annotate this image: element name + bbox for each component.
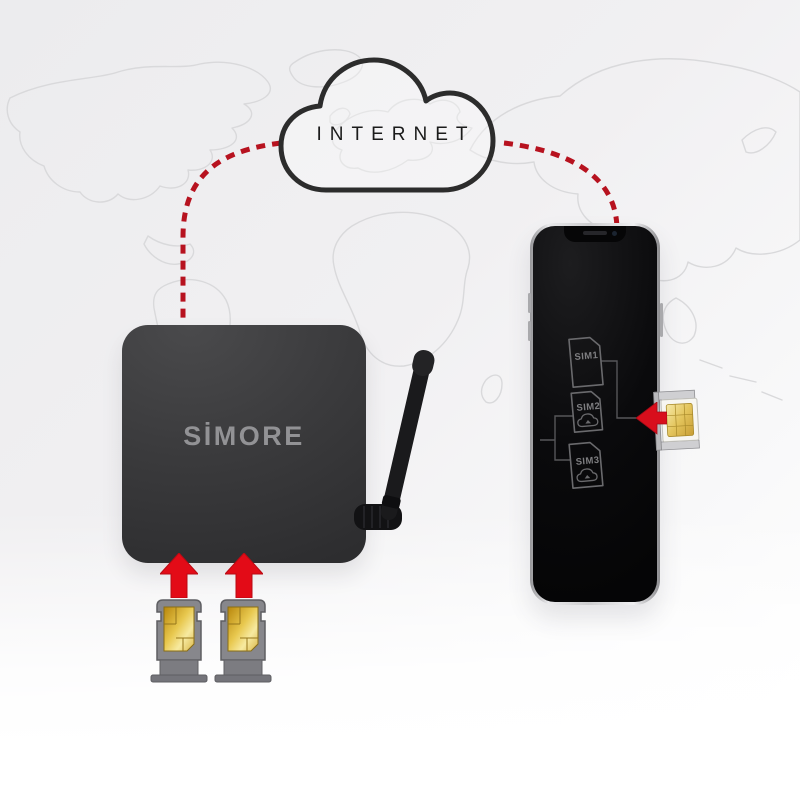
antenna-rod-ring: [381, 495, 401, 509]
antenna-rod-body: [380, 355, 432, 521]
map-north-america: [6, 61, 271, 203]
cloud-outline: [278, 57, 496, 193]
internet-label: INTERNET: [316, 124, 476, 145]
map-se-asia: [662, 297, 697, 344]
up-arrow-left: [160, 553, 198, 598]
map-europe: [331, 98, 473, 173]
cloud-glyph-arrow: [584, 475, 591, 479]
sim3-label: SIM3: [575, 455, 600, 468]
map-africa: [332, 211, 471, 367]
chip-contact-lines: [228, 607, 258, 651]
map-japan: [741, 127, 777, 154]
antenna-icon: [354, 349, 435, 530]
sim2-label: SIM2: [576, 401, 601, 414]
tray-base: [214, 674, 272, 683]
phone-volume-up-button: [527, 293, 531, 313]
antenna-rod-tip: [412, 349, 435, 377]
antenna-rod: [380, 349, 435, 521]
tray-stem: [159, 659, 199, 676]
tray-base: [150, 674, 208, 683]
nano-sim-gold-pad: [665, 403, 695, 437]
wire-sim2-sim3-bracket: [540, 415, 573, 461]
up-arrow-right: [225, 553, 263, 598]
sim-gold-chip: [163, 606, 195, 652]
sim-card-icon: [570, 390, 604, 433]
map-uk: [329, 107, 351, 126]
up-arrow-icon: [160, 553, 198, 598]
router-device: SİMORE: [122, 325, 366, 563]
phone-camera: [612, 230, 617, 236]
antenna-hinge-ridges: [363, 506, 389, 528]
sim-card-icon: [568, 441, 604, 490]
up-arrow-icon: [225, 553, 263, 598]
cloud-glyph-arrow: [585, 420, 592, 424]
internet-cloud-icon: INTERNET: [273, 46, 511, 204]
smartphone: SIM1 SIM2 SIM3: [527, 223, 663, 605]
cloud-icon: [577, 413, 599, 428]
map-islands: [699, 359, 783, 401]
sim-card-icon: [568, 336, 604, 389]
phone-notch: [564, 226, 626, 242]
map-central-america: [143, 235, 195, 265]
cloud-icon: [576, 468, 598, 483]
sim2-icon-group: SIM2: [570, 390, 604, 433]
phone-screen: SIM1 SIM2 SIM3: [533, 226, 657, 602]
left-arrow-icon: [636, 402, 667, 435]
tray-stem: [223, 659, 263, 676]
map-madagascar: [480, 374, 503, 404]
map-asia: [469, 58, 800, 282]
connector-router-to-cloud: [180, 140, 282, 321]
cloud-glyph-outline: [577, 413, 599, 428]
cloud-glyph-outline: [576, 468, 598, 483]
sim1-label: SIM1: [574, 350, 599, 363]
phone-volume-down-button: [527, 321, 531, 341]
connector-cloud-to-phone: [503, 140, 620, 231]
map-greenland: [288, 49, 363, 88]
sim-tray-icon: [150, 599, 208, 683]
brand-logo: SİMORE: [183, 421, 305, 451]
cloud-icon: [278, 57, 496, 193]
phone-power-button: [659, 303, 663, 337]
phone-speaker: [583, 231, 607, 235]
sim1-icon-group: SIM1: [568, 336, 604, 389]
chip-contact-lines: [164, 607, 194, 651]
sim-tray-icon: [214, 599, 272, 683]
sim-gold-chip: [227, 606, 259, 652]
sim3-icon-group: SIM3: [568, 441, 604, 490]
slot-insert-arrow: [636, 402, 667, 435]
nano-sim-contact-grid: [666, 403, 694, 437]
